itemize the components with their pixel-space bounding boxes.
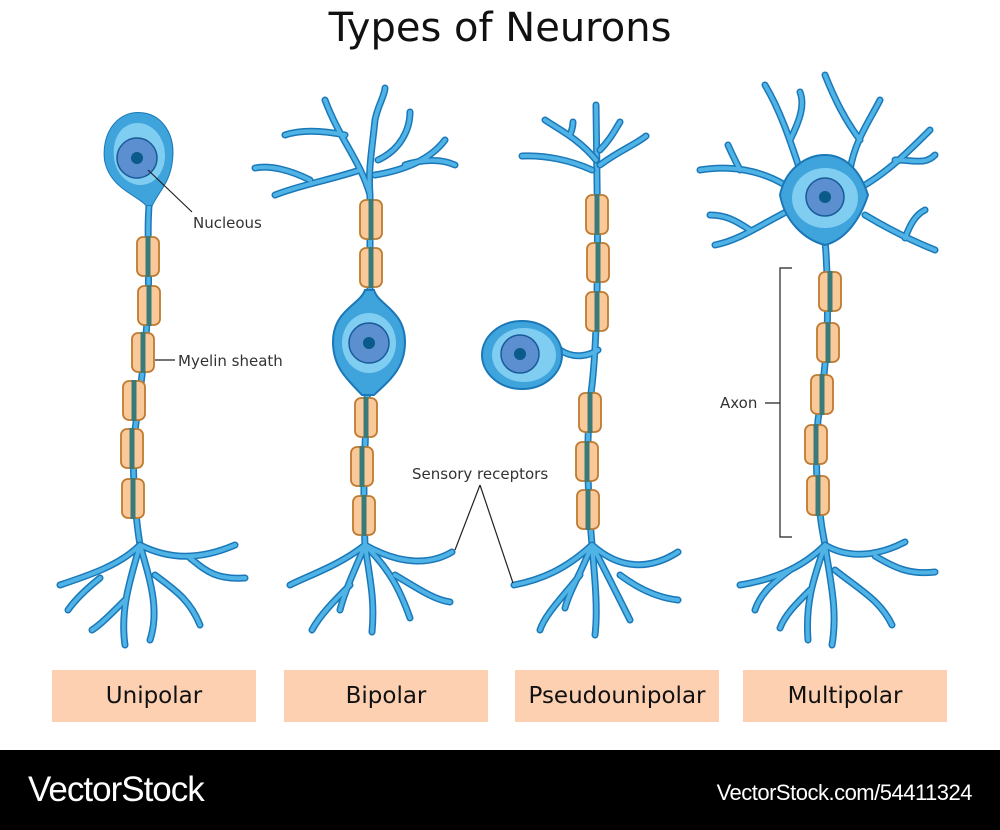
axon-bracket <box>765 267 792 538</box>
axon-label: Axon <box>720 394 757 412</box>
image-reference: VectorStock.com/54411324 <box>716 780 973 805</box>
footer-bar: VectorStock VectorStock.com/54411324 <box>0 750 1000 830</box>
sensory-receptors-label: Sensory receptors <box>412 465 548 483</box>
label-multipolar: Multipolar <box>743 670 947 722</box>
multipolar-soma <box>778 153 870 247</box>
bipolar-soma <box>331 289 407 396</box>
brand-logo: VectorStock <box>28 770 205 809</box>
neuron-diagram: Nucleous Myelin sheath Sensory receptors… <box>56 71 939 649</box>
myelin-sheath-label: Myelin sheath <box>178 352 283 370</box>
pseudounipolar-soma <box>481 320 563 390</box>
nucleus-label: Nucleous <box>193 214 262 232</box>
myelin-sheaths <box>120 194 842 536</box>
unipolar-soma <box>103 111 174 206</box>
label-unipolar: Unipolar <box>52 670 256 722</box>
page-title: Types of Neurons <box>328 5 672 51</box>
bipolar-neuron <box>251 84 459 636</box>
label-pseudounipolar: Pseudounipolar <box>515 670 719 722</box>
label-bipolar: Bipolar <box>284 670 488 722</box>
